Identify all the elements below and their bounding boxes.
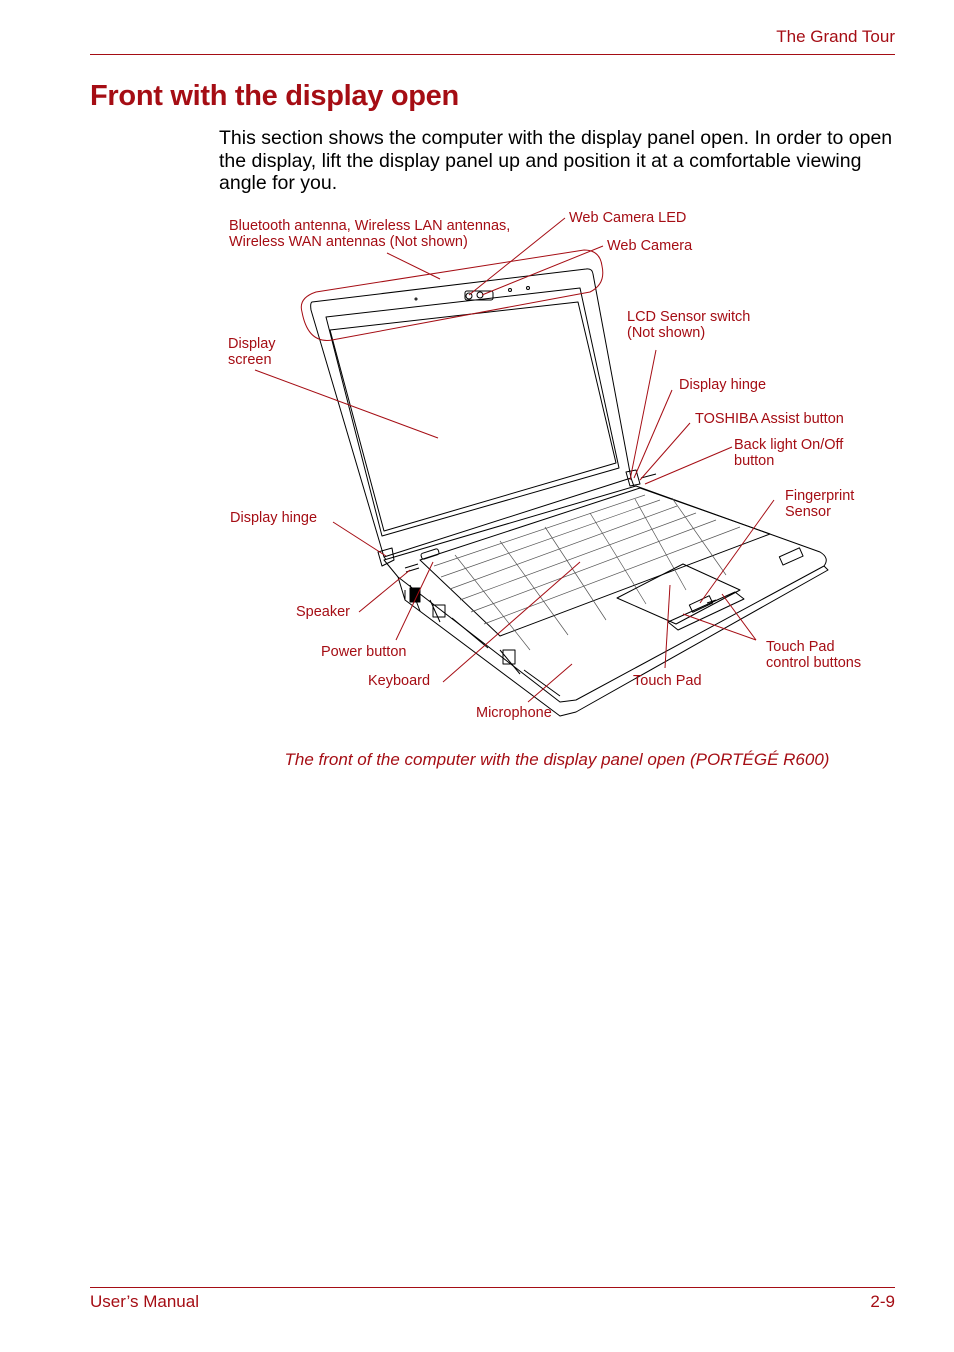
label-fingerprint: Fingerprint Sensor <box>785 488 855 520</box>
display-panel-inner <box>325 287 620 537</box>
antenna-highlight <box>300 249 604 341</box>
footer-manual: User’s Manual <box>90 1292 199 1311</box>
footer-page-number: 2-9 <box>870 1292 895 1311</box>
figure-caption: The front of the computer with the displ… <box>284 750 830 769</box>
display-screen <box>329 301 617 532</box>
label-speaker: Speaker <box>296 604 351 620</box>
intro-paragraph: This section shows the computer with the… <box>219 127 893 194</box>
label-display-screen: Display screen <box>228 336 276 368</box>
page-title: Front with the display open <box>90 80 459 112</box>
label-lcd-sensor: LCD Sensor switch (Not shown) <box>627 309 751 341</box>
label-display-hinge-left: Display hinge <box>230 510 318 526</box>
label-display-hinge-right: Display hinge <box>679 377 767 393</box>
laptop-illustration <box>310 268 829 717</box>
label-toshiba-assist: TOSHIBA Assist button <box>695 411 844 427</box>
label-power-button: Power button <box>321 644 407 660</box>
laptop-figure <box>254 217 829 717</box>
label-touchpad-buttons: Touch Pad control buttons <box>766 639 862 671</box>
keyboard-area <box>419 487 771 637</box>
label-antennas: Bluetooth antenna, Wireless LAN antennas… <box>229 218 511 250</box>
header-rule <box>90 54 895 55</box>
label-microphone: Microphone <box>476 705 552 721</box>
running-header: The Grand Tour <box>776 27 895 46</box>
label-keyboard: Keyboard <box>368 673 431 689</box>
laptop-base <box>383 485 827 703</box>
callout-lines <box>254 217 775 703</box>
label-touchpad: Touch Pad <box>633 673 702 689</box>
label-webcam: Web Camera <box>607 238 693 254</box>
touchpad-surface <box>616 563 741 625</box>
label-webcam-led: Web Camera LED <box>569 210 687 226</box>
label-backlight: Back light On/Off button <box>734 437 844 469</box>
footer-rule <box>90 1287 895 1288</box>
